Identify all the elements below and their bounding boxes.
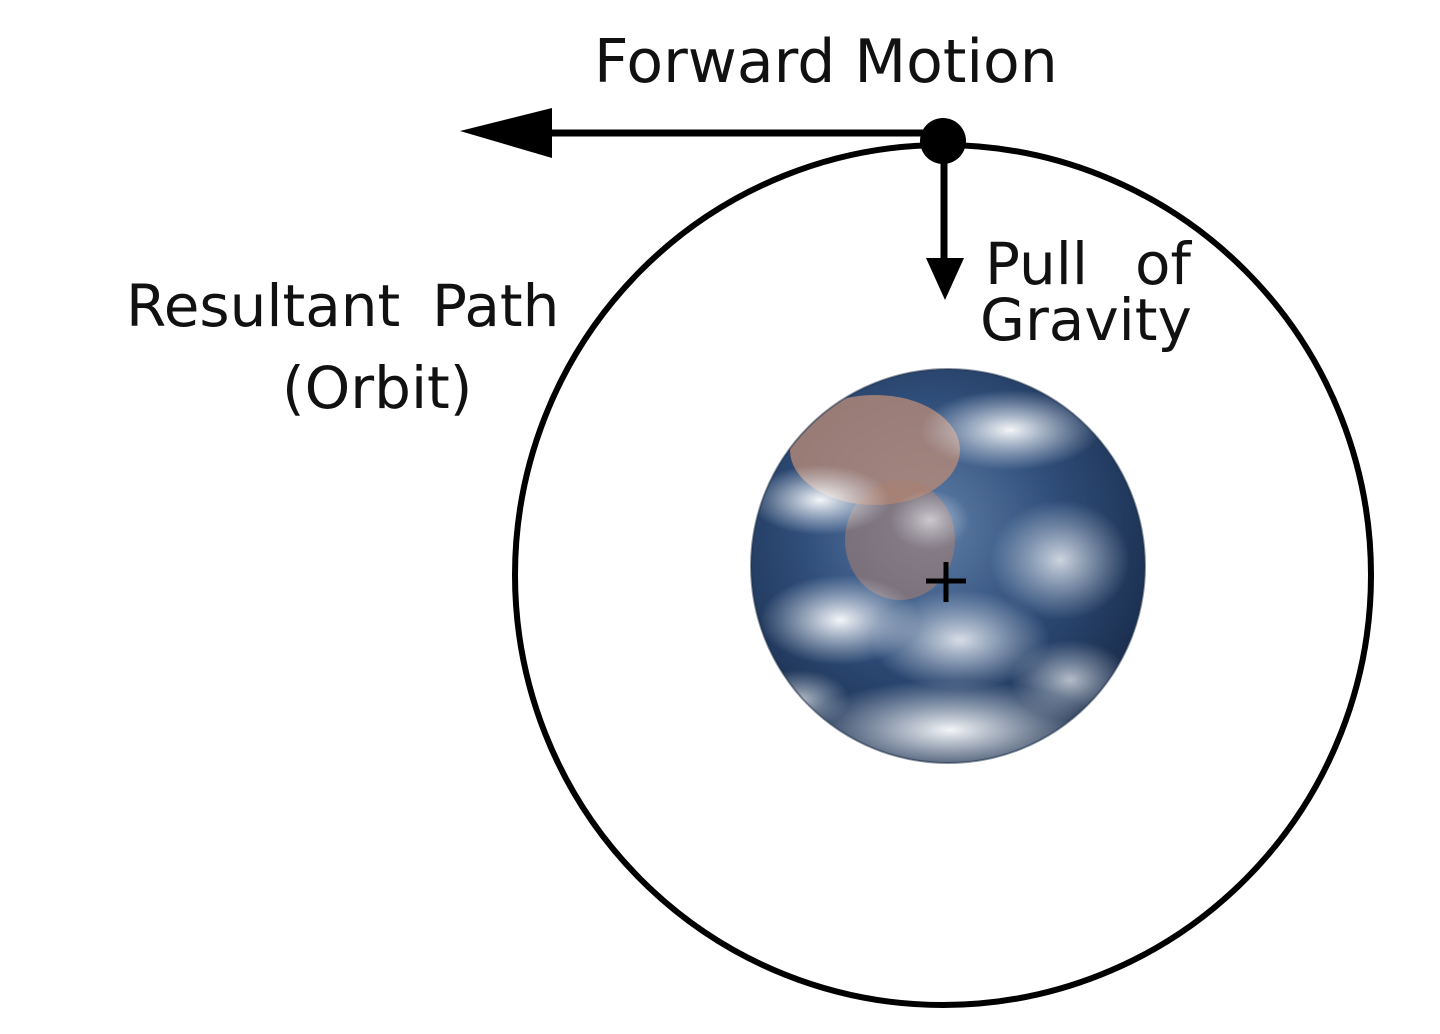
- center-crosshair-icon: [926, 562, 966, 602]
- orbit-label: (Orbit): [282, 354, 472, 422]
- resultant-label: Resultant: [126, 272, 400, 340]
- earth-globe-icon: [750, 368, 1146, 764]
- path-label: Path: [432, 272, 559, 340]
- gravity-label: Gravity: [980, 286, 1192, 354]
- forward-motion-arrow: [460, 108, 942, 158]
- satellite-dot-icon: [920, 118, 966, 164]
- forward-motion-label: Forward Motion: [594, 27, 1058, 97]
- gravity-arrow: [926, 140, 964, 300]
- of-label: of: [1135, 230, 1192, 298]
- pull-label: Pull: [985, 230, 1088, 298]
